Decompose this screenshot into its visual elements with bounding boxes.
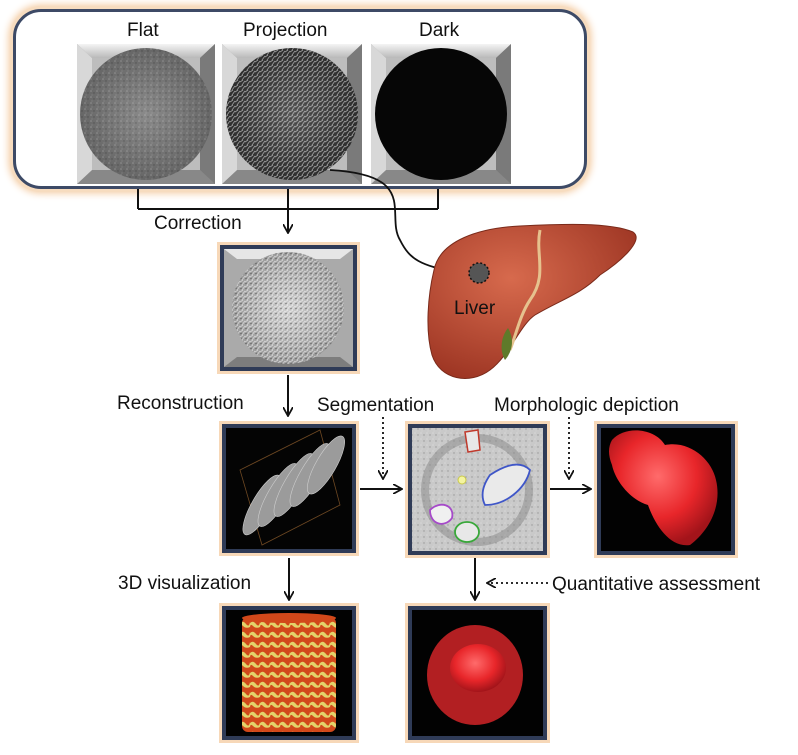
liver-label: Liver bbox=[454, 298, 496, 319]
segmentation-image-tile bbox=[405, 421, 550, 558]
projection-to-liver-arrow bbox=[329, 169, 458, 273]
liver-illustration bbox=[427, 223, 637, 379]
correction-connector bbox=[137, 189, 439, 232]
morphologic-image-tile bbox=[594, 421, 738, 558]
projection-image-tile bbox=[222, 44, 362, 184]
morphologic-depiction-label: Morphologic depiction bbox=[494, 395, 679, 416]
dark-label: Dark bbox=[419, 20, 460, 41]
quantitative-image-tile bbox=[405, 603, 550, 743]
correction-label: Correction bbox=[154, 213, 242, 234]
flat-label: Flat bbox=[127, 20, 159, 41]
reconstruction-label: Reconstruction bbox=[117, 393, 244, 414]
segmentation-label: Segmentation bbox=[317, 395, 435, 416]
reconstruction-image-tile bbox=[219, 421, 359, 556]
corrected-image-tile bbox=[217, 242, 360, 374]
flat-image-tile bbox=[77, 44, 215, 184]
visualization-3d-label: 3D visualization bbox=[118, 573, 252, 594]
volume-render-tile bbox=[219, 603, 359, 743]
dark-image-tile bbox=[371, 44, 511, 184]
quantitative-assessment-label: Quantitative assessment bbox=[552, 574, 761, 595]
projection-label: Projection bbox=[243, 20, 328, 41]
